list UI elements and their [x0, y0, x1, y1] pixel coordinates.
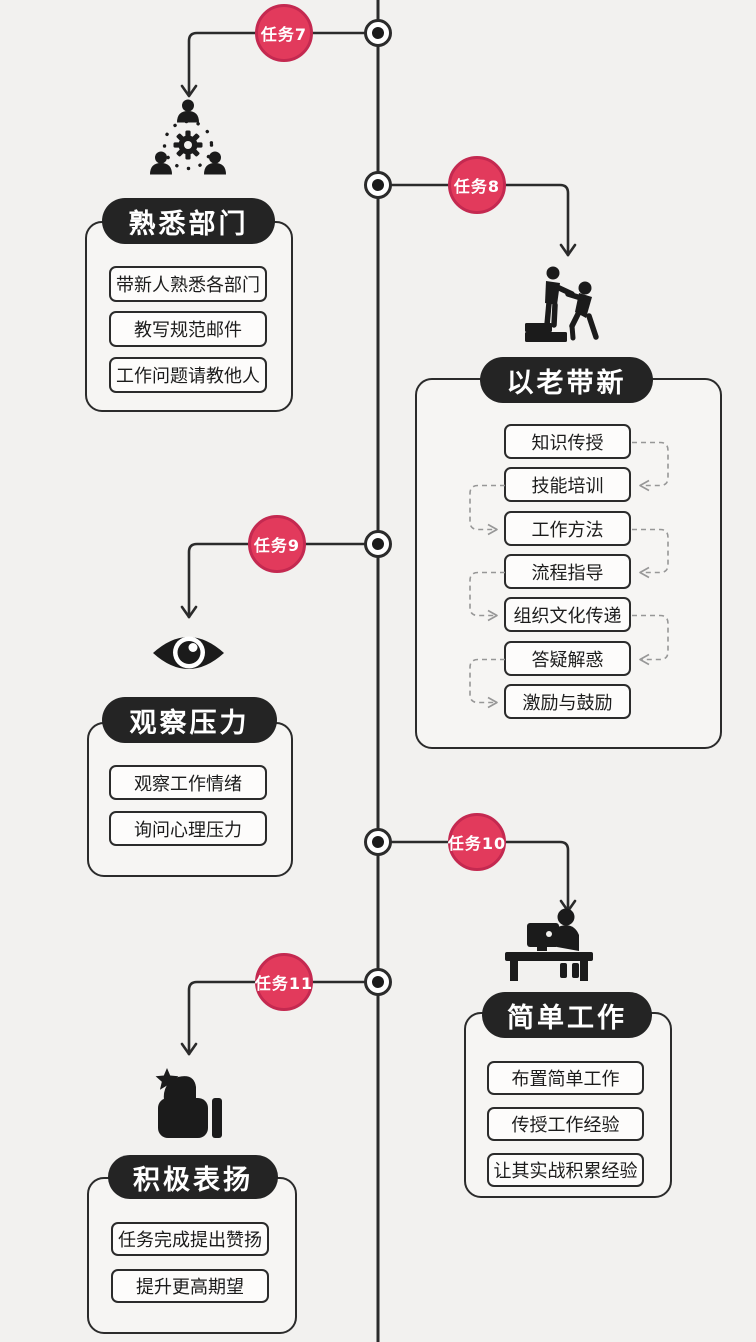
task-item: 任务完成提出赞扬 [111, 1222, 269, 1256]
task11-badge: 任务11 [255, 953, 313, 1011]
desk-glyph [505, 952, 593, 981]
task9-arrowhead-icon [180, 605, 198, 619]
task8-panel: 知识传授 技能培训 工作方法 流程指导 组织文化传递 答疑解惑 激励与鼓励 [415, 378, 722, 749]
worker-figure [545, 908, 579, 978]
thumb-glyph [163, 1076, 196, 1101]
eye-icon [153, 636, 224, 669]
person-bust-top [177, 99, 199, 123]
eye-highlight [188, 643, 198, 652]
timeline-node-2 [364, 171, 392, 199]
timeline-node-5 [364, 968, 392, 996]
task8-arrowhead-icon [559, 243, 577, 257]
desk-work-icon [505, 908, 593, 981]
task8-badge: 任务8 [448, 156, 506, 214]
dashed-arrowhead-icon [639, 479, 650, 492]
task-item: 传授工作经验 [487, 1107, 644, 1141]
timeline-node-4 [364, 828, 392, 856]
dashed-loop [469, 571, 505, 617]
task9-title-pill: 观察压力 [102, 697, 277, 743]
mentee-figure [565, 281, 599, 341]
dashed-loop [632, 441, 669, 487]
task-item: 答疑解惑 [504, 641, 631, 676]
task9-connector [187, 542, 380, 619]
handshake-mentoring-icon [525, 266, 599, 342]
task-item: 观察工作情绪 [109, 765, 267, 800]
task11-arrowhead-icon [180, 1042, 198, 1056]
task-item: 让其实战积累经验 [487, 1153, 644, 1187]
timeline-node-3 [364, 530, 392, 558]
task8-connector [376, 183, 570, 257]
task7-connector [187, 31, 380, 97]
task-item: 知识传授 [504, 424, 631, 459]
dashed-arrowhead-icon [487, 609, 498, 622]
task10-badge: 任务10 [448, 813, 506, 871]
task-item: 工作问题请教他人 [109, 357, 267, 393]
task10-title-pill: 简单工作 [482, 992, 652, 1038]
task-item: 流程指导 [504, 554, 631, 589]
task7-title-pill: 熟悉部门 [102, 198, 275, 244]
task-item: 布置简单工作 [487, 1061, 644, 1095]
dashed-arrowhead-icon [639, 566, 650, 579]
cuff-glyph [212, 1098, 222, 1138]
person-bust-left [150, 151, 172, 175]
task10-connector [376, 840, 570, 913]
task8-title-pill: 以老带新 [480, 357, 653, 403]
step-platform [525, 323, 567, 342]
team-gear-icon [150, 99, 226, 175]
task7-badge: 任务7 [255, 4, 313, 62]
task11-connector [187, 980, 380, 1056]
task-item: 教写规范邮件 [109, 311, 267, 347]
dashed-loop [469, 484, 505, 531]
task-item: 工作方法 [504, 511, 631, 546]
dashed-loop [632, 528, 669, 574]
task7-arrowhead-icon [180, 84, 198, 98]
task11-title-pill: 积极表扬 [108, 1155, 278, 1199]
dashed-loop [632, 614, 669, 661]
dashed-loop [469, 658, 505, 704]
gear-glyph [173, 130, 203, 160]
dashed-arrowhead-icon [487, 523, 498, 536]
timeline-node-1 [364, 19, 392, 47]
task9-badge: 任务9 [248, 515, 306, 573]
dashed-arrowhead-icon [487, 696, 498, 709]
task-item: 激励与鼓励 [504, 684, 631, 719]
fist-glyph [158, 1098, 208, 1138]
task11-panel: 任务完成提出赞扬 提升更高期望 [87, 1177, 297, 1334]
task-item: 提升更高期望 [111, 1269, 269, 1303]
task-item: 询问心理压力 [109, 811, 267, 846]
dashed-arrowhead-icon [639, 653, 650, 666]
task-item: 组织文化传递 [504, 597, 631, 632]
task-item: 带新人熟悉各部门 [109, 266, 267, 302]
person-bust-right [204, 151, 226, 175]
task10-panel: 布置简单工作 传授工作经验 让其实战积累经验 [464, 1012, 672, 1198]
task7-panel: 带新人熟悉各部门 教写规范邮件 工作问题请教他人 [85, 221, 293, 412]
thumbs-up-star-icon [155, 1068, 222, 1138]
task-item: 技能培训 [504, 467, 631, 502]
